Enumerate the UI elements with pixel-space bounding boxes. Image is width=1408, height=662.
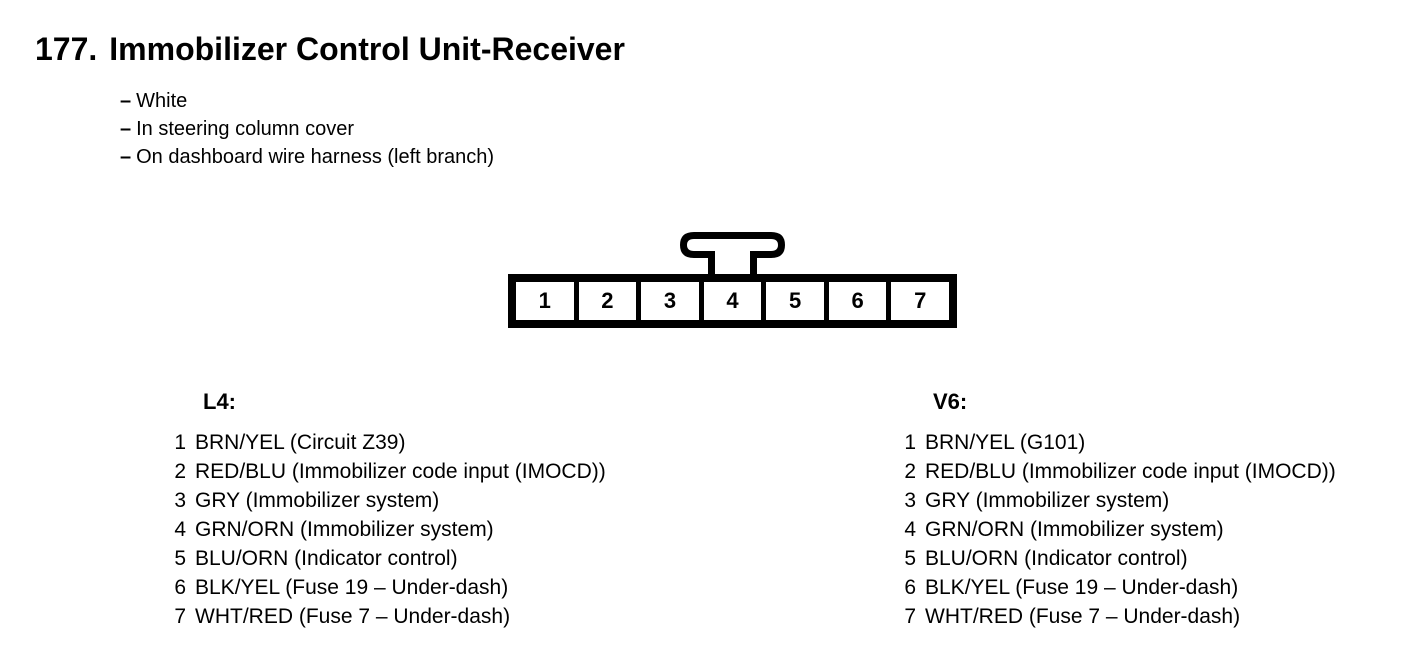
pin-row: 7 WHT/RED (Fuse 7 – Under-dash): [902, 602, 1336, 631]
pin-number: 3: [904, 489, 916, 512]
pin-number: 3: [174, 489, 186, 512]
pin-description: WHT/RED (Fuse 7 – Under-dash): [195, 605, 511, 628]
connector-pin-cell: 7: [891, 282, 950, 320]
item-number: 177.: [35, 31, 98, 67]
pin-row: 2 RED/BLU (Immobilizer code input (IMOCD…: [172, 457, 606, 486]
pin-row: 2 RED/BLU (Immobilizer code input (IMOCD…: [902, 457, 1336, 486]
pin-number: 7: [904, 605, 916, 628]
pin-description: GRN/ORN (Immobilizer system): [925, 518, 1224, 541]
pinout-section-l4: L4: 1 BRN/YEL (Circuit Z39) 2 RED/BLU (I…: [172, 389, 606, 631]
pin-number: 4: [904, 518, 916, 541]
connector-pin-cell: 2: [578, 282, 637, 320]
page-title: 177. Immobilizer Control Unit-Receiver: [35, 31, 625, 68]
pin-number: 2: [174, 460, 186, 483]
pin-number: 5: [904, 547, 916, 570]
pin-description: BLU/ORN (Indicator control): [195, 547, 458, 570]
page-title-text: Immobilizer Control Unit-Receiver: [109, 31, 625, 67]
connector-lock-tab-icon: [680, 232, 785, 274]
dash-bullet-icon: –: [120, 90, 132, 112]
connector-pin-cell: 1: [516, 282, 574, 320]
pin-row: 6 BLK/YEL (Fuse 19 – Under-dash): [902, 573, 1336, 602]
note-text: On dashboard wire harness (left branch): [136, 146, 495, 168]
notes-list: – White – In steering column cover – On …: [120, 87, 494, 171]
pin-description: WHT/RED (Fuse 7 – Under-dash): [925, 605, 1241, 628]
note-text: In steering column cover: [136, 118, 355, 140]
pin-row: 3 GRY (Immobilizer system): [172, 486, 606, 515]
pin-row: 3 GRY (Immobilizer system): [902, 486, 1336, 515]
pin-row: 6 BLK/YEL (Fuse 19 – Under-dash): [172, 573, 606, 602]
pin-number: 1: [904, 431, 916, 454]
connector-pin-cell: 5: [766, 282, 824, 320]
pin-number: 4: [174, 518, 186, 541]
pin-row: 4 GRN/ORN (Immobilizer system): [902, 515, 1336, 544]
pin-description: RED/BLU (Immobilizer code input (IMOCD)): [925, 460, 1336, 483]
pin-number: 7: [174, 605, 186, 628]
note-text: White: [136, 90, 188, 112]
section-heading: L4:: [203, 389, 236, 414]
pin-row: 5 BLU/ORN (Indicator control): [902, 544, 1336, 573]
pin-number: 6: [904, 576, 916, 599]
pin-number: 5: [174, 547, 186, 570]
list-item: – In steering column cover: [120, 115, 494, 143]
connector-pin-cell: 3: [641, 282, 699, 320]
pin-row: 5 BLU/ORN (Indicator control): [172, 544, 606, 573]
pin-description: GRY (Immobilizer system): [925, 489, 1170, 512]
list-item: – On dashboard wire harness (left branch…: [120, 143, 494, 171]
dash-bullet-icon: –: [120, 118, 132, 140]
pin-number: 2: [904, 460, 916, 483]
section-heading: V6:: [933, 389, 968, 414]
pin-row: 7 WHT/RED (Fuse 7 – Under-dash): [172, 602, 606, 631]
pin-row: 1 BRN/YEL (Circuit Z39): [172, 428, 606, 457]
pin-description: BRN/YEL (G101): [925, 431, 1086, 454]
connector-pin-cell: 4: [703, 282, 762, 320]
list-item: – White: [120, 87, 494, 115]
pin-description: BLK/YEL (Fuse 19 – Under-dash): [195, 576, 509, 599]
pin-number: 1: [174, 431, 186, 454]
pin-row: 1 BRN/YEL (G101): [902, 428, 1336, 457]
pin-description: GRN/ORN (Immobilizer system): [195, 518, 494, 541]
connector-pin-cell: 6: [828, 282, 887, 320]
pin-number: 6: [174, 576, 186, 599]
pin-description: BLK/YEL (Fuse 19 – Under-dash): [925, 576, 1239, 599]
pin-description: BLU/ORN (Indicator control): [925, 547, 1188, 570]
dash-bullet-icon: –: [120, 146, 132, 168]
pin-description: RED/BLU (Immobilizer code input (IMOCD)): [195, 460, 606, 483]
pin-description: BRN/YEL (Circuit Z39): [195, 431, 406, 454]
pin-description: GRY (Immobilizer system): [195, 489, 440, 512]
connector-diagram: 1 2 3 4 5 6 7: [508, 274, 957, 328]
pin-row: 4 GRN/ORN (Immobilizer system): [172, 515, 606, 544]
pinout-section-v6: V6: 1 BRN/YEL (G101) 2 RED/BLU (Immobili…: [902, 389, 1336, 631]
